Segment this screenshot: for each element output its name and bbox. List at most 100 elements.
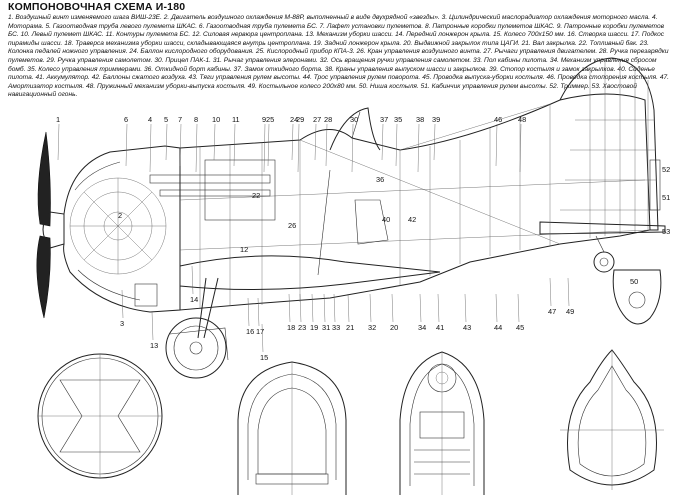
- legend-item: 12. Силовая нервюра центроплана.: [192, 31, 304, 39]
- main-landing-gear: [165, 277, 229, 379]
- callout-leader: [495, 293, 498, 323]
- legend-item: 5. Газоотводная труба левого пулемета ШК…: [45, 22, 198, 30]
- legend-item: 21. Вал закрылка.: [521, 39, 577, 47]
- callout-leader: [325, 123, 328, 167]
- fin-ribs: [560, 60, 658, 238]
- legend-item: 45. Проводка выпуска-уборки костыля.: [422, 74, 545, 82]
- callout-leader: [417, 123, 420, 173]
- legend-item: 53. Хвостовой навигационный огонь.: [8, 82, 637, 99]
- legend-item: 7. Лафет установки пулеметов.: [319, 22, 424, 30]
- callout-leader: [263, 123, 266, 173]
- legend-item: 46. Проводка стопорения костыля.: [546, 74, 659, 82]
- callout-leader: [433, 123, 436, 161]
- legend-item: 37. Замок откидного борта.: [233, 65, 323, 73]
- callout-number: 39: [432, 115, 440, 124]
- legend-item: 4. Моторама.: [8, 14, 658, 30]
- legend-item: 43. Тяги управления рулем высоты.: [188, 74, 301, 82]
- legend-item: 30. Прицел ПАК-1.: [154, 56, 211, 64]
- cross-section-engine: [37, 353, 163, 479]
- engine-cowling: [63, 145, 181, 313]
- callout-leader: [567, 277, 570, 307]
- callout-number: 23: [298, 323, 306, 332]
- callout-number: 17: [256, 327, 264, 336]
- legend-item: 10. Левый пулемет ШКАС.: [20, 31, 104, 39]
- callout-number: 5: [164, 115, 168, 124]
- callout-leader: [464, 293, 467, 323]
- legend-item: 23. Колонка педалей ножного управления.: [8, 39, 649, 56]
- legend-item: 24. Баллон кислородного оборудования.: [129, 48, 254, 56]
- callout-leader: [125, 123, 128, 167]
- callout-number: 28: [324, 115, 332, 124]
- callout-number: 14: [190, 295, 198, 304]
- callout-number: 38: [416, 115, 424, 124]
- callout-number: 8: [194, 115, 198, 124]
- callout-leader: [213, 123, 216, 161]
- legend-item: 27. Рычаги управления двигателем.: [483, 48, 598, 56]
- callout-number: 36: [376, 175, 384, 184]
- callout-leader: [495, 123, 498, 167]
- callout-number: 2: [118, 211, 122, 220]
- callout-number: 7: [178, 115, 182, 124]
- callout-number: 42: [408, 215, 416, 224]
- callout-number: 49: [566, 307, 574, 316]
- callout-leader: [347, 293, 350, 323]
- callout-number: 21: [346, 323, 354, 332]
- callout-number: 31: [322, 323, 330, 332]
- callout-number: 46: [494, 115, 502, 124]
- callout-number: 19: [310, 323, 318, 332]
- callout-number: 15: [260, 353, 268, 362]
- legend-item: 47. Амортизатор костыля.: [8, 74, 670, 90]
- callout-leader: [299, 293, 302, 323]
- ammo-box: [134, 283, 158, 307]
- legend-item: 19. Задний лонжерон крыла.: [313, 39, 402, 47]
- callout-number: 50: [630, 277, 638, 286]
- callout-number: 9: [262, 115, 266, 124]
- legend-item: 39. Стопор костыля и замок закрылков.: [489, 65, 616, 73]
- legend-item: 17. Подкос пирамиды шасси.: [8, 31, 665, 47]
- legend-item: 50. Ниша костыля.: [358, 82, 419, 90]
- legend-item: 32. Ось вращения ручки управления самоле…: [319, 56, 472, 64]
- legend-item: 52. Триммер.: [549, 82, 590, 90]
- callout-leader: [179, 123, 182, 167]
- legend-item: 18. Траверса механизма уборки шасси, скл…: [64, 39, 312, 47]
- callout-leader: [151, 311, 154, 341]
- legend-item: 3. Цилиндрический маслорадиатор охлажден…: [441, 14, 651, 21]
- callout-number: 25: [266, 115, 274, 124]
- legend-item: 38. Краны управления выпуском шасси и за…: [324, 65, 488, 73]
- callout-number: 43: [463, 323, 471, 332]
- legend-item: 49. Костыльное колесо 200х80 мм.: [247, 82, 358, 90]
- legend-item: 2. Двигатель воздушного охлаждения М-88Р…: [163, 14, 440, 21]
- callout-leader: [121, 289, 124, 319]
- callout-leader: [149, 123, 152, 173]
- legend-item: 36. Откидной борт кабины.: [143, 65, 232, 73]
- diagram-title: КОМПОНОВОЧНАЯ СХЕМА И-180: [8, 1, 186, 13]
- cockpit-fairing: [329, 107, 381, 151]
- legend-item: 14. Передний лонжерон крыла.: [395, 31, 492, 39]
- callout-leader: [291, 123, 294, 161]
- legend-item: 1. Воздушный винт изменяемого шага ВИШ-2…: [8, 14, 162, 21]
- callout-leader: [314, 123, 317, 161]
- spinner: [42, 211, 65, 249]
- rear-frame-detail: [612, 269, 662, 325]
- callout-number: 22: [252, 191, 260, 200]
- callout-number: 52: [662, 165, 670, 174]
- callout-number: 18: [287, 323, 295, 332]
- legend-item: 28. Ручка перезарядки пулеметов.: [8, 48, 669, 64]
- callout-number: 32: [368, 323, 376, 332]
- callout-leader: [549, 277, 552, 307]
- callout-number: 12: [240, 245, 248, 254]
- control-stick: [317, 169, 331, 276]
- callout-number: 33: [332, 323, 340, 332]
- callout-number: 30: [350, 115, 358, 124]
- legend-item: 34. Механизм управления сбросом бомб.: [8, 56, 657, 73]
- legend-item: 20. Выдвижной закрылок типа ЦАГИ.: [403, 39, 520, 47]
- callout-leader: [437, 293, 440, 323]
- callout-leader: [381, 123, 384, 161]
- trim-tab: [649, 159, 661, 211]
- fuselage-frames: [179, 103, 651, 308]
- callout-leader: [267, 123, 270, 167]
- cross-section-tail: [560, 349, 664, 490]
- legend-item: 44. Трос управления рулем поворота.: [302, 74, 421, 82]
- legend-list: 1. Воздушный винт изменяемого шага ВИШ-2…: [8, 14, 672, 100]
